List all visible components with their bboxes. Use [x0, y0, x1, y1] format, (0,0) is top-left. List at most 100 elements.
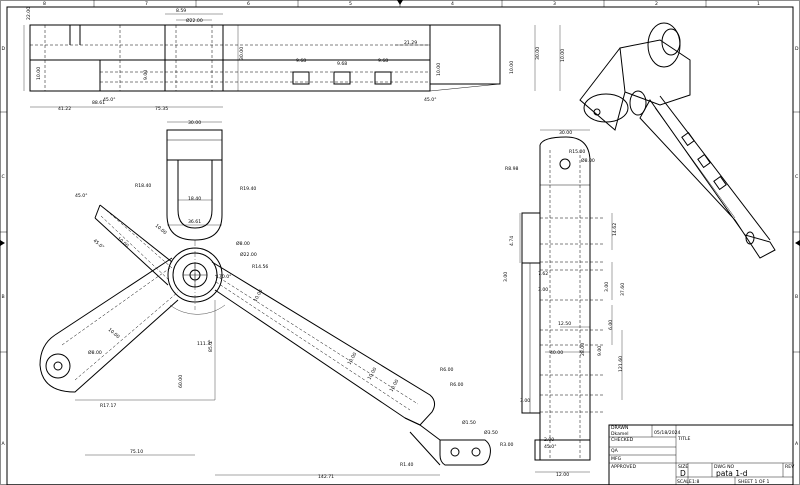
zone-letter: D [2, 46, 6, 52]
dimension-label: 30.00 [559, 130, 572, 136]
dimension-label: 3.00 [520, 398, 530, 404]
zone-letter: A [795, 441, 799, 447]
dimension-label: 3.00 [538, 287, 548, 293]
dimension-label: R18.40 [135, 183, 151, 189]
dimension-label: 9.68 [378, 58, 388, 64]
title-label: TITLE [677, 436, 691, 442]
dimension-label: 8.59 [176, 8, 186, 14]
centering-mark [0, 240, 5, 246]
dimension-label: 85.0° [208, 339, 214, 352]
dwg-no-value: pata 1-d [716, 469, 748, 478]
centering-mark [795, 240, 800, 246]
zone-number: 1 [757, 1, 760, 7]
dimension-label: 30.00 [188, 120, 201, 126]
front-view: 30.00 R18.40 R19.40 18.40 36.61 45.0° 45… [39, 120, 513, 480]
dimension-label: 45.0° [103, 97, 116, 103]
dimension-label: 10.00 [347, 352, 359, 366]
drawn-name: Dkamel [611, 431, 629, 437]
drawn-date: 05/18/2024 [654, 430, 681, 436]
dimension-label: 41.22 [58, 106, 71, 112]
side-view: 30.00 R15.00 Ø8.00 R8.98 4.74 3.00 7.62 … [503, 129, 626, 478]
dimension-label: 22.00 [26, 7, 32, 20]
dimension-label: 40.00 [550, 350, 563, 356]
dimension-label: 10.00 [367, 367, 379, 381]
dimension-label: 45.0° [75, 193, 88, 199]
dimension-label: 10.00 [154, 223, 168, 236]
zone-number: 7 [145, 1, 148, 7]
centering-mark [397, 0, 403, 5]
zone-number: 3 [553, 1, 556, 7]
dimension-label: 75.10 [130, 449, 143, 455]
qa-label: QA [611, 448, 619, 454]
dimension-label: 9.00 [143, 70, 149, 80]
zone-letter: B [2, 294, 5, 300]
title-block: DRAWN Dkamel 05/18/2024 CHECKED QA MFG A… [608, 424, 795, 485]
dimension-label: R15.00 [569, 149, 585, 155]
dimension-label: R1.40 [400, 462, 413, 468]
dimension-label: 7.62 [538, 271, 548, 277]
rev-label: REV [785, 464, 795, 470]
dimension-label: 45.0° [544, 444, 557, 450]
dimension-label: 37.60 [620, 283, 626, 296]
dimension-label: Ø8.00 [88, 349, 102, 356]
dimension-label: 111.3° [197, 341, 212, 347]
checked-label: CHECKED [611, 437, 634, 443]
zone-letter: C [795, 174, 798, 180]
dimension-label: 36.61 [188, 219, 201, 225]
dimension-label: 10.00 [253, 289, 265, 303]
dimension-label: 170.0° [216, 274, 231, 280]
dimension-label: R8.98 [505, 166, 518, 172]
dimension-label: 45.0° [424, 97, 437, 103]
dimension-label: 10.00 [560, 49, 566, 62]
isometric-view [579, 22, 776, 259]
dwg-no-label: DWG NO [714, 464, 735, 470]
dimension-label: R6.00 [440, 367, 453, 373]
dimension-label: 21.29 [404, 40, 417, 46]
mfg-label: MFG [611, 456, 622, 462]
dimension-label: 28.00 [580, 343, 586, 356]
zone-number: 4 [451, 1, 454, 7]
scale-label: SCALE [677, 479, 692, 485]
dimension-label: 10.00 [389, 379, 401, 393]
dimension-label: R3.00 [500, 442, 513, 448]
zone-number: 6 [247, 1, 250, 7]
dimension-label: 30.00 [535, 47, 541, 60]
dimension-label: 3.00 [604, 282, 610, 292]
dimension-label: Ø22.00 [240, 251, 257, 258]
dimension-label: R6.00 [450, 382, 463, 388]
dimension-label: 10.00 [36, 67, 42, 80]
sheet-label: SHEET 1 OF 1 [738, 479, 770, 485]
dimension-label: Ø8.00 [581, 157, 595, 164]
dimension-label: 18.40 [188, 196, 201, 202]
zone-numbers-top: 8 7 6 5 4 3 2 1 [43, 0, 760, 7]
dimension-label: R14.56 [252, 264, 268, 270]
zone-letter: C [2, 174, 5, 180]
dimension-label: 10.00 [116, 236, 130, 249]
zone-number: 8 [43, 1, 46, 7]
dimension-label: 6.00 [608, 320, 614, 330]
dimension-label: 88.61 [92, 100, 105, 106]
dimension-label: 121.60 [618, 356, 624, 372]
size-label: SIZE [678, 464, 688, 470]
top-view: 8.59 Ø22.00 22.00 30.00 21.29 9.68 9.68 … [23, 7, 566, 112]
approved-label: APPROVED [611, 464, 636, 470]
dimension-label: Ø22.00 [186, 17, 203, 24]
dimension-label: 75.35 [155, 106, 168, 112]
dimension-label: R17.17 [100, 403, 116, 409]
dimension-label: 30.00 [239, 47, 245, 60]
dimension-label: 45.0° [92, 238, 105, 251]
dimension-label: 10.00 [107, 327, 121, 340]
zone-letters-side: D C B A D C B A [0, 46, 800, 447]
dimension-label: 9.68 [296, 58, 306, 64]
dimension-label: Ø3.50 [484, 429, 498, 436]
zone-letter: A [2, 441, 6, 447]
dimension-label: 10.00 [509, 61, 515, 74]
dimension-label: 12.50 [558, 321, 571, 327]
zone-number: 5 [349, 1, 352, 7]
dimension-label: Ø1.50 [462, 419, 476, 426]
dimension-label: 4.74 [509, 236, 515, 246]
dimension-label: R19.40 [240, 186, 256, 192]
scale-value: 1:8 [692, 479, 699, 485]
zone-letter: B [795, 294, 798, 300]
